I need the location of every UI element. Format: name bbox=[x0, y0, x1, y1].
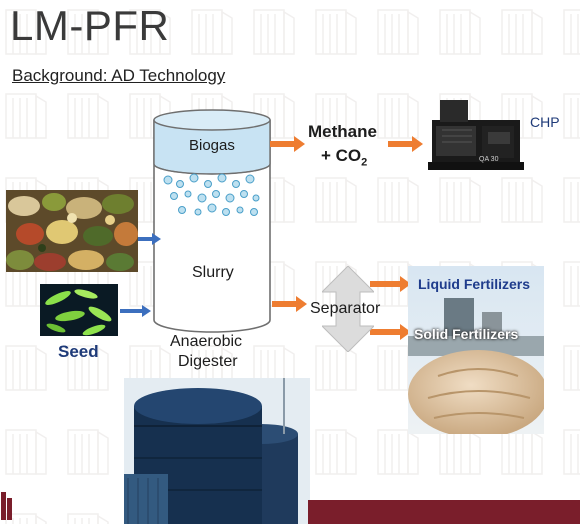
co2-label-text: + CO bbox=[321, 146, 362, 165]
chp-generator-image bbox=[428, 100, 524, 170]
slurry-to-separator-arrow bbox=[272, 296, 307, 312]
biogas-to-methane-arrow bbox=[270, 136, 305, 152]
bacteria-seed-photo bbox=[40, 284, 118, 336]
fertilizer-photo bbox=[408, 266, 544, 434]
separator-label: Separator bbox=[310, 300, 381, 317]
seed-label: Seed bbox=[58, 342, 99, 361]
biogas-label: Biogas bbox=[189, 137, 235, 154]
methane-label: Methane bbox=[308, 122, 377, 141]
separator-to-liquid-arrow bbox=[370, 276, 411, 292]
co2-subscript: 2 bbox=[361, 156, 368, 169]
co2-label: + CO2 bbox=[321, 146, 367, 168]
gas-bubbles bbox=[163, 173, 260, 216]
separator-to-solid-arrow bbox=[370, 324, 411, 340]
slide-subtitle: Background: AD Technology bbox=[12, 66, 226, 85]
digester-tank bbox=[153, 109, 271, 333]
corner-logo-icon bbox=[1, 492, 12, 520]
methane-to-chp-arrow bbox=[388, 136, 423, 152]
food-waste-photo bbox=[6, 190, 138, 272]
digester-tanks-photo bbox=[124, 378, 310, 524]
chp-label: CHP bbox=[530, 114, 560, 130]
slurry-label: Slurry bbox=[192, 264, 234, 281]
liquid-fertilizers-label: Liquid Fertilizers bbox=[418, 276, 531, 292]
digester-caption-line1: Anaerobic bbox=[170, 333, 243, 350]
digester-caption-line2: Digester bbox=[178, 353, 238, 370]
slide-title: LM-PFR bbox=[10, 2, 170, 49]
seed-feed-arrow bbox=[120, 305, 151, 317]
separator-split-arrow bbox=[322, 266, 374, 352]
food-waste-feed-arrow bbox=[138, 233, 161, 245]
generator-model-label: QA 30 bbox=[479, 156, 499, 163]
footer-bar bbox=[308, 500, 580, 524]
solid-fertilizers-label: Solid Fertilizers bbox=[414, 326, 519, 342]
